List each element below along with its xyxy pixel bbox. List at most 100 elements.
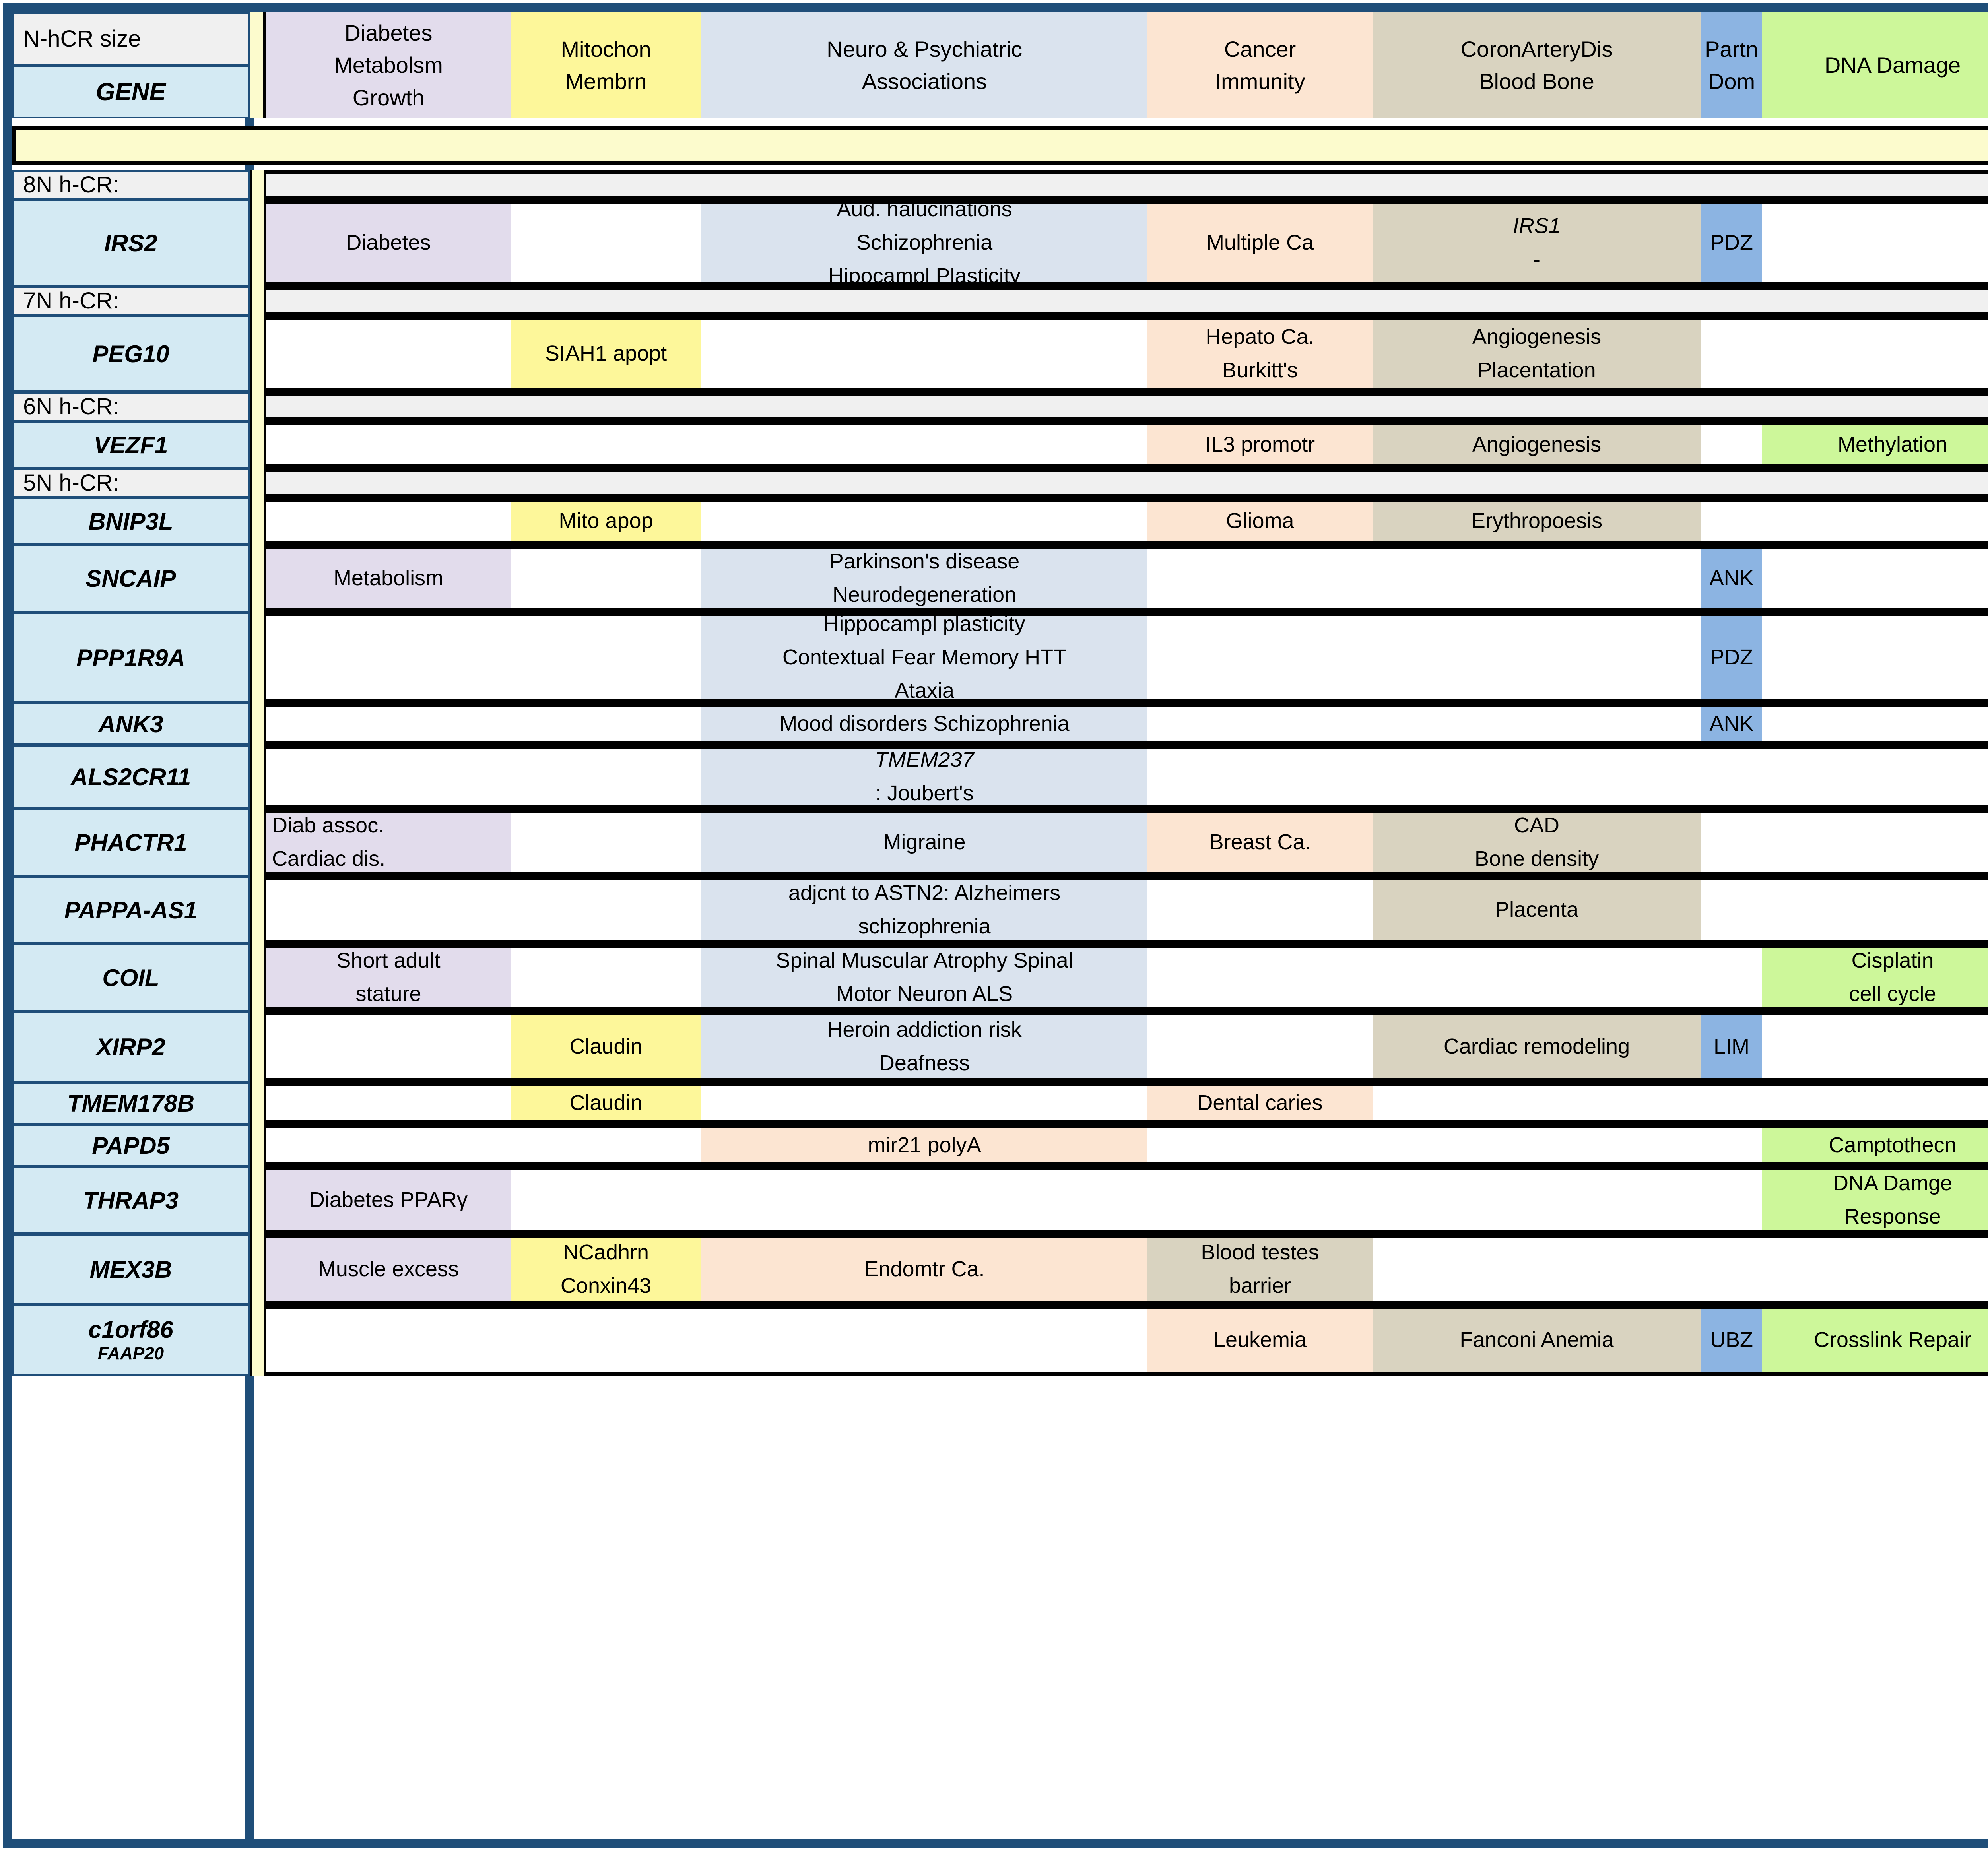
cell-cad[interactable]: CAD Bone density: [1373, 813, 1701, 872]
cell-mito[interactable]: NCadhrn Conxin43: [511, 1238, 701, 1301]
cell-dnadamage: [1762, 1238, 1988, 1301]
cell-partn[interactable]: PDZ: [1701, 616, 1762, 699]
header-col-mito: Mitochon Membrn: [511, 12, 701, 118]
cell-dnadamage[interactable]: Crosslink Repair: [1762, 1309, 1988, 1372]
gene-label-tmem178b[interactable]: TMEM178B: [12, 1082, 250, 1124]
gene-name: PHACTR1: [74, 829, 187, 856]
table-row[interactable]: ANK3 Mood disorders Schizophrenia ANK: [12, 703, 1988, 745]
section-divider-row: 5N h-CR:: [12, 468, 1988, 498]
gene-label-irs2[interactable]: IRS2: [12, 200, 250, 286]
cell-cad[interactable]: Placenta: [1373, 880, 1701, 940]
cell-neuro[interactable]: Migraine: [701, 813, 1147, 872]
cell-diabetes[interactable]: Diabetes: [266, 204, 511, 282]
gene-label-vezf1[interactable]: VEZF1: [12, 421, 250, 468]
cell-neuro[interactable]: Hippocampl plasticity Contextual Fear Me…: [701, 616, 1147, 699]
cell-dnadamage[interactable]: DNA Damge Response: [1762, 1170, 1988, 1230]
cell-dnadamage[interactable]: Methylation: [1762, 425, 1988, 464]
cell-diabetes: [266, 320, 511, 388]
row-cells: Claudin Dental caries: [266, 1082, 1988, 1124]
cell-partn[interactable]: PDZ: [1701, 204, 1762, 282]
cell-cancer[interactable]: Dental caries: [1147, 1086, 1373, 1120]
cell-neuro[interactable]: Parkinson's disease Neurodegeneration: [701, 549, 1147, 608]
gene-label-sncaip[interactable]: SNCAIP: [12, 545, 250, 612]
cell-diabetes[interactable]: Diab assoc. Cardiac dis.: [266, 813, 511, 872]
cell-partn[interactable]: ANK: [1701, 707, 1762, 741]
cell-neuro[interactable]: adjcnt to ASTN2: Alzheimers schizophreni…: [701, 880, 1147, 940]
cell-cad[interactable]: Angiogenesis: [1373, 425, 1701, 464]
gene-label-mex3b[interactable]: MEX3B: [12, 1234, 250, 1305]
gene-label-als2cr11[interactable]: ALS2CR11: [12, 745, 250, 809]
gene-label-peg10[interactable]: PEG10: [12, 316, 250, 392]
gene-label-xirp2[interactable]: XIRP2: [12, 1011, 250, 1082]
cell-neuro[interactable]: mir21 polyA: [701, 1128, 1147, 1162]
cell-neuro[interactable]: Aud. halucinations Schizophrenia Hipocam…: [701, 204, 1147, 282]
cell-cancer[interactable]: Multiple Ca: [1147, 204, 1373, 282]
cell-cad[interactable]: Erythropoesis: [1373, 502, 1701, 541]
cell-cancer[interactable]: Glioma: [1147, 502, 1373, 541]
cell-partn[interactable]: ANK: [1701, 549, 1762, 608]
yellow-banner: [12, 126, 1988, 165]
cell-mito: [511, 1170, 701, 1230]
cell-cad[interactable]: Angiogenesis Placentation: [1373, 320, 1701, 388]
gene-label-coil[interactable]: COIL: [12, 944, 250, 1011]
cell-diabetes[interactable]: Short adult stature: [266, 948, 511, 1007]
cell-diabetes: [266, 1128, 511, 1162]
gene-label-bnip3l[interactable]: BNIP3L: [12, 498, 250, 545]
cell-mito[interactable]: SIAH1 apopt: [511, 320, 701, 388]
cell-dnadamage[interactable]: Camptothecn: [1762, 1128, 1988, 1162]
gene-label-ank3[interactable]: ANK3: [12, 703, 250, 745]
cell-cad[interactable]: Fanconi Anemia: [1373, 1309, 1701, 1372]
gene-label-phactr1[interactable]: PHACTR1: [12, 809, 250, 876]
cell-diabetes[interactable]: Diabetes PPARγ: [266, 1170, 511, 1230]
italic-gene-name: TMEM237: [875, 749, 974, 772]
gene-label-thrap3[interactable]: THRAP3: [12, 1166, 250, 1234]
cell-cancer[interactable]: IL3 promotr: [1147, 425, 1373, 464]
cell-cancer[interactable]: Breast Ca.: [1147, 813, 1373, 872]
cell-cancer: [1147, 549, 1373, 608]
cell-partn[interactable]: UBZ: [1701, 1309, 1762, 1372]
spine-strip: [250, 468, 266, 498]
table-row[interactable]: SNCAIP Metabolism Parkinson's disease Neur…: [12, 545, 1988, 612]
cell-cancer[interactable]: Blood testes barrier: [1147, 1238, 1373, 1301]
table-row[interactable]: ALS2CR11 adjcnt to TMEM237: Joubert's syn…: [12, 745, 1988, 809]
cell-mito[interactable]: Claudin: [511, 1086, 701, 1120]
cell-neuro[interactable]: Mood disorders Schizophrenia: [701, 707, 1147, 741]
cell-cad[interactable]: Cardiac remodeling: [1373, 1015, 1701, 1078]
cell-neuro[interactable]: Heroin addiction risk Deafness: [701, 1015, 1147, 1078]
cell-dnadamage[interactable]: Cisplatin cell cycle: [1762, 948, 1988, 1007]
cell-diabetes[interactable]: Muscle excess: [266, 1238, 511, 1301]
cell-mito: [511, 948, 701, 1007]
cell-mito[interactable]: Claudin: [511, 1015, 701, 1078]
table-row[interactable]: PAPPA-AS1 adjcnt to ASTN2: Alzheimers sch…: [12, 876, 1988, 944]
cell-cancer[interactable]: Hepato Ca. Burkitt's: [1147, 320, 1373, 388]
cell-dnadamage: [1762, 707, 1988, 741]
cell-neuro[interactable]: adjcnt to TMEM237: Joubert's syndr Cilio…: [701, 749, 1147, 805]
cell-mito[interactable]: Mito apop: [511, 502, 701, 541]
gene-alias: FAAP20: [97, 1344, 164, 1364]
cell-partn[interactable]: LIM: [1701, 1015, 1762, 1078]
table-row[interactable]: PPP1R9A Hippocampl plasticity Contextual …: [12, 612, 1988, 703]
cell-neuro[interactable]: Spinal Muscular Atrophy Spinal Motor Neu…: [701, 948, 1147, 1007]
cell-partn: [1701, 1128, 1762, 1162]
cell-neuro[interactable]: Endomtr Ca.: [701, 1238, 1147, 1301]
cell-diabetes[interactable]: Metabolism: [266, 549, 511, 608]
gene-label-ppp1r9a[interactable]: PPP1R9A: [12, 612, 250, 703]
table-row[interactable]: COIL Short adult stature Spinal Muscular A…: [12, 944, 1988, 1011]
gene-label-pappa-as1[interactable]: PAPPA-AS1: [12, 876, 250, 944]
section-divider-row: 6N h-CR:: [12, 392, 1988, 421]
gene-label-papd5[interactable]: PAPD5: [12, 1124, 250, 1166]
cell-cancer[interactable]: Leukemia: [1147, 1309, 1373, 1372]
table-row[interactable]: TMEM178B Claudin Dental caries: [12, 1082, 1988, 1124]
cell-cad[interactable]: CAD, IRS1- Erythropoesis: [1373, 204, 1701, 282]
